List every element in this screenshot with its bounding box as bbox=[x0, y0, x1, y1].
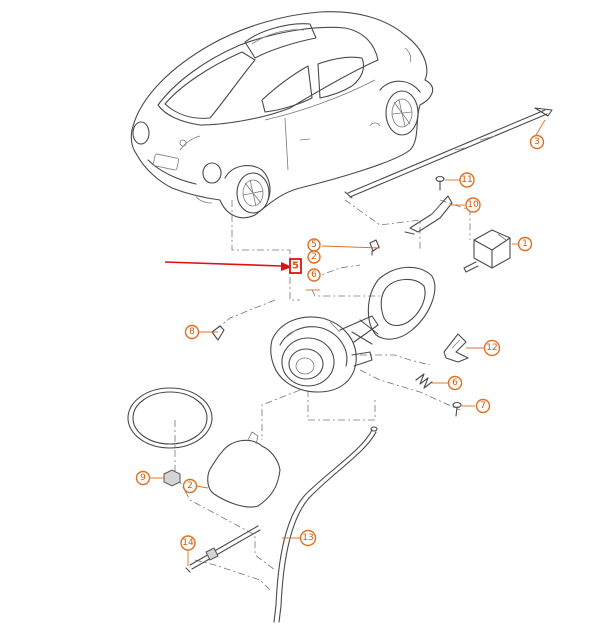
part-8-grommet bbox=[211, 325, 225, 341]
part-11-screw bbox=[435, 175, 445, 191]
part-7-screw bbox=[452, 401, 462, 417]
svg-text:6: 6 bbox=[452, 378, 458, 388]
svg-text:6: 6 bbox=[311, 270, 317, 280]
part-2-shield bbox=[207, 431, 281, 508]
svg-text:1: 1 bbox=[522, 239, 528, 249]
callout-badge-11: 11 bbox=[459, 172, 475, 188]
callout-badge-5-top: 5 bbox=[307, 238, 321, 252]
svg-text:5: 5 bbox=[311, 240, 317, 250]
rubber-seal-ring bbox=[127, 387, 213, 449]
part-5-clip bbox=[369, 239, 380, 256]
svg-text:8: 8 bbox=[189, 327, 195, 337]
callout-badge-6-bottom: 6 bbox=[447, 375, 463, 391]
svg-text:13: 13 bbox=[302, 533, 313, 543]
svg-text:14: 14 bbox=[182, 538, 194, 548]
part-13-drain-hose bbox=[273, 426, 378, 623]
part-9-nut bbox=[163, 469, 181, 487]
svg-text:12: 12 bbox=[486, 343, 497, 353]
callout-badge-7: 7 bbox=[475, 398, 491, 414]
svg-text:9: 9 bbox=[140, 473, 146, 483]
callout-badge-8: 8 bbox=[184, 324, 200, 340]
svg-text:11: 11 bbox=[461, 175, 472, 185]
callout-badge-3: 3 bbox=[529, 134, 545, 150]
car-illustration bbox=[130, 11, 434, 219]
fuel-door-flap bbox=[351, 266, 436, 345]
svg-text:3: 3 bbox=[534, 137, 540, 147]
part-3-cable bbox=[344, 107, 553, 199]
part-14-cable-tie bbox=[185, 525, 261, 573]
callout-badge-2-bottom: 2 bbox=[182, 478, 198, 494]
svg-text:2: 2 bbox=[187, 481, 193, 491]
part-10-bracket bbox=[404, 195, 453, 235]
callout-badge-13: 13 bbox=[299, 529, 317, 547]
part-1-actuator bbox=[463, 229, 511, 273]
callout-badge-1: 1 bbox=[517, 236, 533, 252]
callout-badge-9: 9 bbox=[135, 470, 151, 486]
callout-badge-2-top: 2 bbox=[307, 250, 321, 264]
callout-badge-5-highlighted: 5 bbox=[289, 258, 302, 274]
assembly-guide-lines bbox=[174, 199, 471, 593]
part-12-clip bbox=[443, 333, 469, 363]
callout-badge-10: 10 bbox=[465, 197, 481, 213]
callout-badge-12: 12 bbox=[483, 339, 501, 357]
svg-text:5: 5 bbox=[292, 261, 299, 272]
filler-neck-housing bbox=[270, 315, 379, 393]
callout-badge-14: 14 bbox=[180, 535, 196, 551]
callout-badge-6-top: 6 bbox=[307, 268, 321, 282]
part-6-spring bbox=[415, 373, 433, 389]
svg-text:2: 2 bbox=[311, 252, 317, 262]
highlight-arrow bbox=[164, 261, 292, 271]
svg-text:7: 7 bbox=[480, 401, 486, 411]
svg-text:10: 10 bbox=[467, 200, 479, 210]
